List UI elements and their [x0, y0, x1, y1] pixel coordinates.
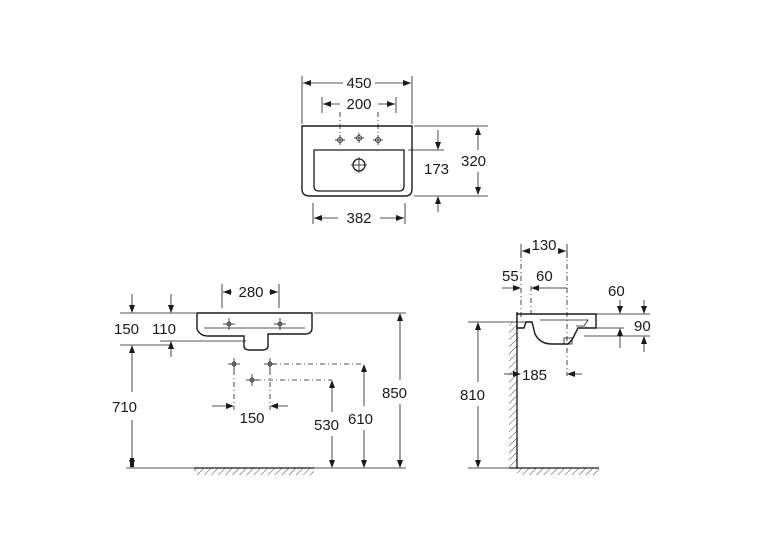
front-view: 280 150 110 710	[112, 284, 407, 475]
floor-hatch	[194, 468, 314, 475]
dim-basin-width: 382	[346, 210, 371, 227]
front-view-basin	[196, 312, 313, 351]
dim-wall-to-tap: 55	[502, 268, 519, 285]
dim-floor-to-mount: 710	[112, 399, 137, 416]
top-view-bowl	[313, 149, 405, 192]
dim-projection: 130	[531, 237, 556, 254]
dim-rim-thickness-top: 60	[608, 283, 625, 300]
top-view: 450 200 382 173 320	[301, 75, 488, 227]
dim-floor-to-rim: 850	[382, 385, 407, 402]
dim-floor-to-support: 810	[460, 387, 485, 404]
dim-floor-to-waste-low: 530	[314, 417, 339, 434]
top-view-outline	[301, 125, 413, 197]
side-view-basin	[516, 313, 597, 345]
dim-rim-offset-inner: 110	[152, 321, 176, 338]
dim-overall-depth: 320	[461, 153, 486, 170]
floor-hatch-side	[517, 468, 599, 475]
dim-waste-spacing: 150	[239, 410, 264, 427]
tap-hole-icon	[335, 133, 383, 145]
tap-hole-icon	[223, 318, 286, 330]
dim-tap-spacing-front: 280	[238, 284, 263, 301]
side-view: 130 55 60 60 90 185 810	[460, 237, 651, 475]
dim-floor-to-waste-high: 610	[348, 411, 373, 428]
dim-overall-width: 450	[346, 75, 371, 92]
wall-hatch	[509, 322, 517, 468]
dim-rim-offset-outer: 150	[114, 321, 139, 338]
dim-basin-depth: 173	[424, 161, 449, 178]
dim-tap-spacing-top: 200	[346, 96, 371, 113]
dim-tap-offset: 60	[536, 268, 553, 285]
waste-outlet-icon	[228, 358, 276, 386]
dim-rim-height: 90	[634, 318, 651, 335]
dim-waste-projection: 185	[522, 367, 547, 384]
